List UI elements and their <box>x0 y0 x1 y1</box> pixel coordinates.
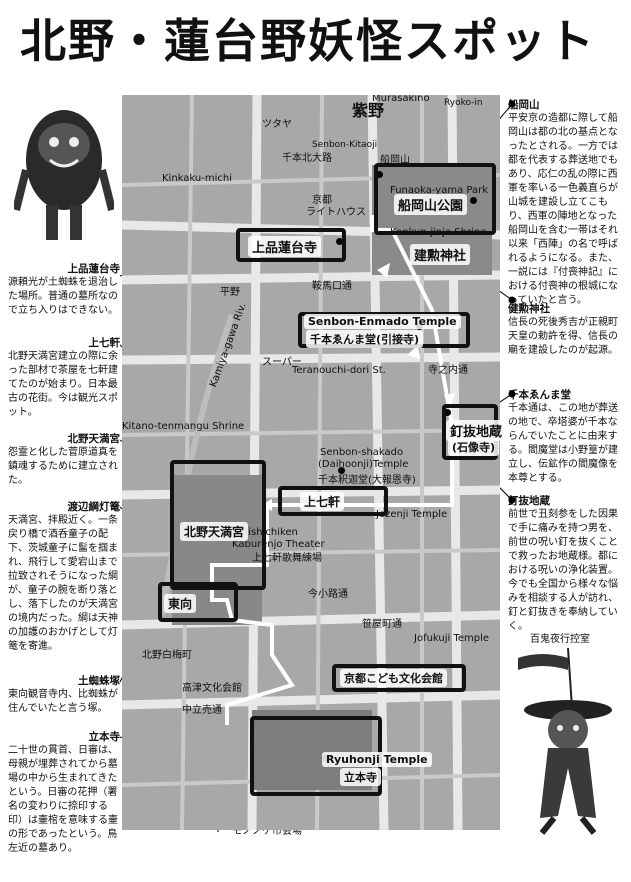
map-label-kinkaku: Kinkaku-michi <box>162 173 232 184</box>
note-heading: 上七軒 <box>88 337 121 349</box>
note-body: 源頼光が土蜘蛛を退治した場所。普通の墓所なので立ち入りはできない。 <box>8 277 118 316</box>
note-heading: 健勲神社 <box>508 303 550 315</box>
map-label-funaoka-en: Funaoka-yama Park <box>390 185 489 196</box>
map-label-kitano-shrine: Kitano-tenmangu Shrine <box>122 421 245 432</box>
note-ryuhonji: 立本寺 二十世の貫首、日審は、母親が埋葬されてから墓場の中から生まれてきたという… <box>8 730 120 856</box>
note-heading: 立本寺 <box>88 731 121 743</box>
map-label-kamishichiken-kabuki: 上七軒歌舞練場 <box>252 553 322 564</box>
yokai-illustration-right <box>518 648 612 835</box>
map-label-jozenji: Jozenji Temple <box>376 509 448 520</box>
note-heading: 釘抜地蔵 <box>508 495 550 507</box>
map-label-tsutaya: ツタヤ <box>262 119 292 130</box>
note-heading: 船岡山 <box>508 99 540 111</box>
note-heading: 土蜘蛛塚 <box>78 675 120 687</box>
yokai-illustration-left <box>14 110 114 240</box>
map-label-senbonkitaoji: Senbon-Kitaoji <box>312 140 378 150</box>
map-marker-jobon <box>336 238 343 245</box>
map-marker-funaokayama <box>376 171 383 178</box>
callout-kenkun-jinja: 建勲神社 <box>410 244 471 265</box>
highlight-kodomo-bunka <box>332 664 466 692</box>
mononoke-market-label: モノノケ市会場 <box>232 826 302 837</box>
highlight-jobon-rendaiji <box>236 228 346 262</box>
map-label-nakadachiuri: 中立売通 <box>182 705 222 716</box>
callout-kamishichiken: 上七軒 <box>300 492 345 511</box>
map-marker-kenkun <box>470 197 477 204</box>
map-label-station: 京都 <box>312 195 332 206</box>
note-kenkun-jinja: 健勲神社 信長の死後秀吉が正親町天皇の勅許を得、信長の廟を建設したのが起源。 <box>508 302 626 358</box>
callout-funaokayama: 船岡山公園 <box>394 194 468 215</box>
map-label-lighthouse: ライトハウス <box>306 207 366 218</box>
map-label-kaburenjo-en: Kaburenjo Theater <box>232 539 325 550</box>
note-tsuchigumo-zuka: 土蜘蛛塚 東向観音寺内、比蜘蛛が住んでいたと言う塚。 <box>8 674 120 716</box>
note-kuginuki-jizo: 釘抜地蔵 前世で丑刻参をした因果で手に痛みを持つ男を、前世の呪い釘を抜くことで救… <box>508 494 626 634</box>
note-senbon-enmado: 千本ゑんま堂 千本通は、この地が葬送の地で、卒塔婆が千本ならんでいたことに由来す… <box>508 388 626 486</box>
note-kitano-tenmangu: 北野天満宮 怨霊と化した菅原道真を鎮魂するために建立された。 <box>8 432 120 488</box>
map-label-kuramaguchi: 鞍馬口通 <box>312 281 352 292</box>
map-label-kotokaikan: 高津文化会館 <box>182 683 242 694</box>
page-title: 北野・蓮台野妖怪スポット <box>20 14 596 68</box>
callout-kodomo-bunka: 京都こども文化会館 <box>340 669 447 687</box>
map-marker-shakado <box>338 467 345 474</box>
hyakki-yako-label: 百鬼夜行控室 <box>530 634 590 645</box>
highlight-funaokayama <box>374 163 496 235</box>
map-label-kamishichiken-en: Kamishichiken <box>226 527 298 538</box>
note-kamishichiken: 上七軒 北野天満宮建立の際に余った部材で茶屋を七軒建てたのが始まり。日本最古の花… <box>8 336 120 420</box>
note-jobon-rendaiji: 上品蓮台寺 源頼光が土蜘蛛を退治した場所。普通の墓所なので立ち入りはできない。 <box>8 262 120 318</box>
note-body: 信長の死後秀吉が正親町天皇の勅許を得、信長の廟を建設したのが起源。 <box>508 317 618 356</box>
note-body: 天満宮、拝殿近く。一条戻り橋で酒呑童子の配下、茨城童子に髷を掴まれ、飛行して愛宕… <box>8 515 118 652</box>
callout-enmado-en: Senbon-Enmado Temple <box>304 314 461 329</box>
note-heading: 上品蓮台寺 <box>67 263 121 275</box>
map-label-sasaya: 笹屋町通 <box>362 619 402 630</box>
callout-ryuhonji-en: Ryuhonji Temple <box>322 752 432 767</box>
note-watanabe-toro: 渡辺綱灯篭 天満宮、拝殿近く。一条戻り橋で酒呑童子の配下、茨城童子に髷を掴まれ、… <box>8 500 120 654</box>
callout-kitano-tenmangu: 北野天満宮 <box>180 522 249 541</box>
map-label-super: スーパー <box>262 357 302 368</box>
map-label-heno: 平野 <box>220 287 240 298</box>
highlight-higashimuki <box>158 582 238 622</box>
map-label-shakubon: 千本北大路 <box>282 153 332 164</box>
map-label-kitanohakubai: 北野白梅町 <box>142 650 192 661</box>
note-heading: 千本ゑんま堂 <box>508 389 571 401</box>
callout-higashimuki: 東向 <box>164 594 197 613</box>
note-body: 前世で丑刻参をした因果で手に痛みを持つ男を、前世の呪い釘を抜くことで救ったお地蔵… <box>508 509 619 632</box>
note-heading: 渡辺綱灯篭 <box>67 501 121 513</box>
map-label-marker-funaokayama: 船岡山 <box>380 155 410 166</box>
map-marker-kuginuki <box>444 409 451 416</box>
map-label-murasakino: 紫野 <box>352 101 385 120</box>
map-label-teranouchi: Teranouchi-dori St. <box>292 365 386 376</box>
note-heading: 北野天満宮 <box>67 433 121 445</box>
callout-enmado: 千本ゑんま堂(引接寺) <box>306 330 424 348</box>
map-label-daihoonji: (Daihoonji)Temple <box>318 459 409 470</box>
note-body: 北野天満宮建立の際に余った部材で茶屋を七軒建てたのが始まり。日本最古の花街。今は… <box>8 351 118 418</box>
map-label-senbon-shakado: Senbon-shakado <box>320 447 404 458</box>
note-body: 千本通は、この地が葬送の地で、卒塔婆が千本ならんでいたことに由来する。閻魔堂は小… <box>508 403 618 484</box>
note-body: 東向観音寺内、比蜘蛛が住んでいたと言う塚。 <box>8 689 118 714</box>
callout-ryuhonji: 立本寺 <box>340 768 381 786</box>
note-body: 平安京の造都に際して船岡山は都の北の基点となったとされる。一方では都を代表する葬… <box>508 113 618 306</box>
callout-kuginuki: 釘抜地蔵 <box>446 420 507 441</box>
map-label-teranouchi-jp: 寺之内通 <box>428 365 468 376</box>
highlight-kamishichiken <box>278 486 388 516</box>
map-label-ryoko: Ryoko-in <box>444 98 483 108</box>
note-body: 怨霊と化した菅原道真を鎮魂するために建立された。 <box>8 447 118 486</box>
map-label-shakado-jp: 千本釈迦堂(大報恩寺) <box>318 475 416 486</box>
note-funaokayama: 船岡山 平安京の造都に際して船岡山は都の北の基点となったとされる。一方では都を代… <box>508 98 626 308</box>
callout-jobon-rendaiji: 上品蓮台寺 <box>248 236 322 257</box>
map-label-jofukuji: Jofukuji Temple <box>414 633 490 644</box>
note-body: 二十世の貫首、日審は、母親が埋葬されてから墓場の中から生まれてきたという。日審の… <box>8 745 118 854</box>
callout-kuginuki-sub: (石像寺) <box>448 438 500 456</box>
map-label-imakoji: 今小路通 <box>308 589 348 600</box>
highlight-kitano-tenmangu <box>170 460 266 590</box>
map-label-murasakino-en: Murasakino <box>372 95 430 104</box>
